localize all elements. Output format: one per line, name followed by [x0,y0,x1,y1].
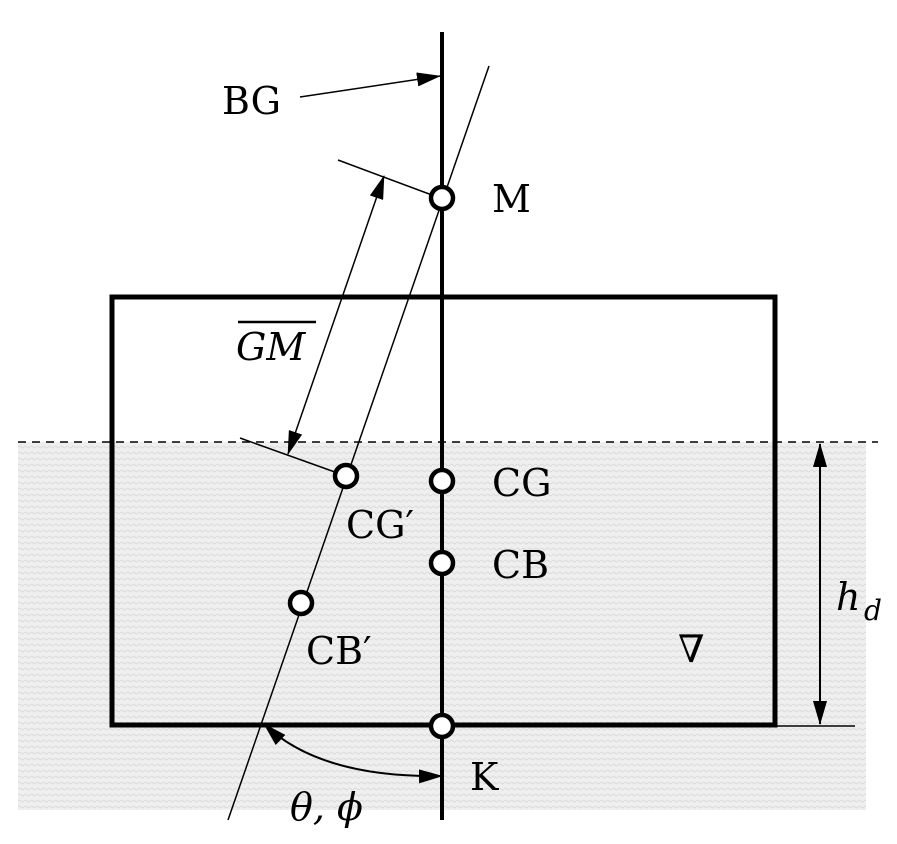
draft-label-h: h [836,575,860,619]
draft-label-subscript: d [864,594,882,627]
bg-arrow [299,72,441,98]
gm-extension-top [337,159,441,199]
gm-label: GM [236,320,316,369]
cg-prime-point [332,462,360,490]
gm-extension-bottom [239,437,347,477]
heel-angle-label: θ, ϕ [290,785,363,829]
gm-dimension-arrow [287,175,385,455]
gm-label-text: GM [236,325,306,369]
keel-label: K [470,755,499,799]
cg-prime-label: CG′ [346,503,414,547]
draft-label: h d [836,575,882,627]
displaced-volume-symbol: ∇ [678,627,705,671]
cb-label: CB [492,543,549,587]
bg-label: BG [222,79,281,123]
metacenter-point [428,184,456,212]
cg-label: CG [492,461,551,505]
cb-prime-point [287,589,315,617]
cb-point [428,549,456,577]
keel-point [428,712,456,740]
heel-angle-arc [263,723,443,784]
cg-point [428,467,456,495]
cb-prime-label: CB′ [306,629,372,673]
metacenter-label: M [492,177,531,221]
